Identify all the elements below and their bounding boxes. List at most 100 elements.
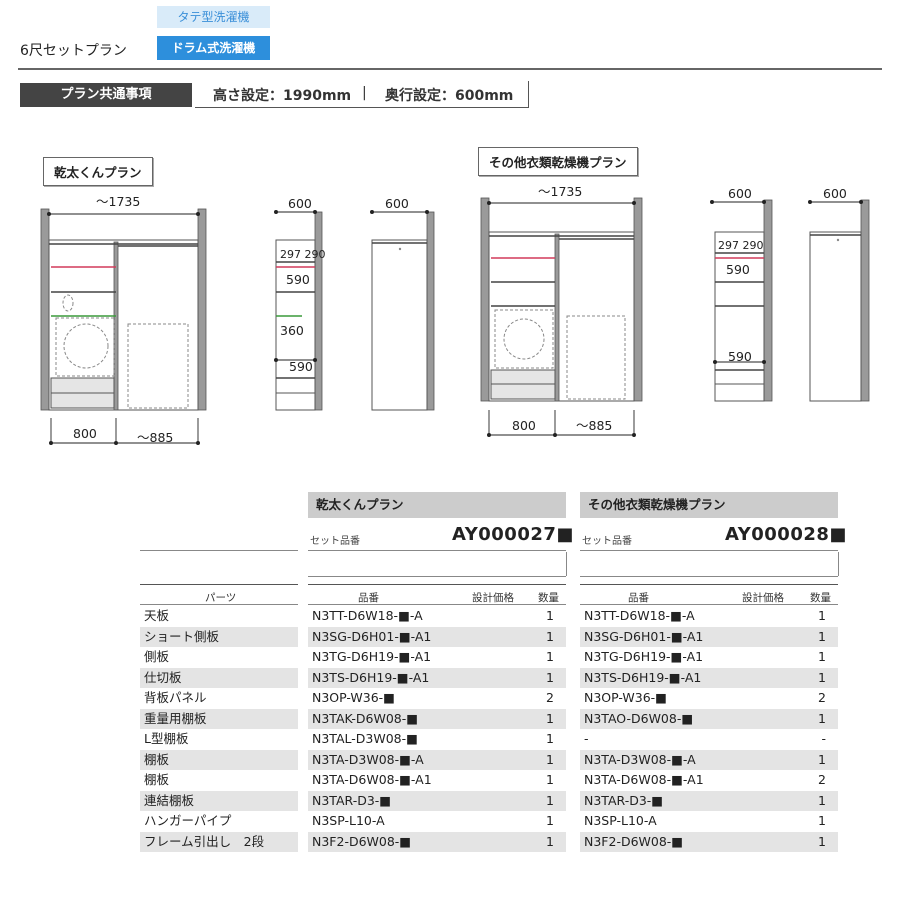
table-plan1-title: 乾太くんプラン — [308, 492, 566, 518]
quantity: 2 — [546, 690, 554, 705]
quantity: 1 — [546, 669, 554, 685]
quantity: 1 — [546, 608, 554, 623]
tab-vertical-washer[interactable]: タテ型洗濯機 — [157, 6, 270, 28]
plan2-width-total: ～1735 — [538, 184, 582, 199]
part-name: フレーム引出し 2段 — [144, 833, 265, 849]
part-number: N3SP-L10-A — [312, 813, 385, 828]
part-number: N3TAL-D3W08-■ — [312, 731, 418, 746]
quantity: 2 — [818, 690, 826, 705]
part-number: N3F2-D6W08-■ — [584, 833, 684, 849]
quantity: 1 — [818, 669, 826, 685]
part-number: N3SP-L10-A — [584, 813, 657, 828]
divider — [140, 584, 298, 585]
part-number: N3SG-D6H01-■-A1 — [312, 628, 432, 644]
page-title: 6尺セットプラン — [20, 43, 127, 59]
table-row: ハンガーパイプ — [140, 811, 298, 831]
plan2-width-left: 800 — [512, 418, 536, 433]
plan2-label: その他衣類乾燥機プラン — [478, 147, 638, 176]
depth-spec: 奥行設定：600mm — [385, 88, 514, 104]
table-row: N3TAR-D3-■1 — [308, 790, 566, 811]
plan2-dim-297-290: 297 290 — [718, 239, 764, 252]
quantity: 1 — [818, 751, 826, 767]
plan2-dim-590-bottom: 590 — [728, 349, 752, 364]
part-name: ハンガーパイプ — [144, 813, 232, 828]
divider — [308, 550, 566, 551]
col-price-1: 設計価格 — [472, 592, 514, 604]
table-row: N3TT-D6W18-■-A 1 — [308, 606, 566, 626]
col-qty-1: 数量 — [538, 592, 559, 604]
plan1-dim-297-290: 297 290 — [280, 248, 326, 261]
part-number: N3TAR-D3-■ — [584, 792, 664, 808]
plan1-side-depth-a: 600 — [288, 196, 312, 211]
divider — [580, 584, 838, 585]
plan2-dim-590: 590 — [726, 262, 750, 277]
quantity: 1 — [546, 772, 554, 787]
plan-diagrams: .frame { fill:none; stroke:#555; stroke-… — [40, 184, 870, 445]
quantity: 2 — [818, 772, 826, 787]
table-row: 棚板 — [140, 770, 298, 790]
divider — [308, 584, 566, 585]
set-no-label-2: セット品番 — [582, 536, 632, 547]
part-number: N3TA-D3W08-■-A — [312, 751, 424, 767]
col-price-2: 設計価格 — [742, 592, 784, 604]
part-number: N3TAK-D6W08-■ — [312, 710, 419, 726]
quantity: 1 — [818, 628, 826, 644]
part-name: ショート側板 — [144, 628, 220, 644]
plan2-side-view-a — [710, 199, 773, 402]
part-number: N3F2-D6W08-■ — [312, 833, 412, 849]
part-name: 背板パネル — [144, 690, 207, 705]
plan2-width-right: ～885 — [576, 418, 612, 433]
part-name: 連結棚板 — [144, 792, 195, 808]
table-row: N3TAL-D3W08-■1 — [308, 729, 566, 749]
spec-separator: | — [362, 85, 367, 101]
col-part-no-2: 品番 — [628, 592, 649, 604]
part-name: 仕切板 — [144, 669, 182, 685]
plan2-side-depth-a: 600 — [728, 186, 752, 201]
part-number: N3TS-D6H19-■-A1 — [584, 669, 702, 685]
divider — [580, 604, 838, 605]
plan1-dim-360: 360 — [280, 323, 304, 338]
quantity: 1 — [546, 710, 554, 726]
table-row: 天板 — [140, 606, 298, 626]
part-name: L型棚板 — [144, 731, 189, 746]
quantity: 1 — [818, 710, 826, 726]
divider — [580, 550, 838, 551]
plan2-side-depth-b: 600 — [823, 186, 847, 201]
quantity: 1 — [818, 608, 826, 623]
quantity: 1 — [546, 792, 554, 808]
tab-drum-washer[interactable]: ドラム式洗濯機 — [157, 36, 270, 60]
quantity: 1 — [546, 813, 554, 828]
table-row: N3SP-L10-A 1 — [308, 811, 566, 831]
table-row: 側板 — [140, 647, 298, 667]
plan1-width-left: 800 — [73, 426, 97, 441]
common-spec-tag: プラン共通事項 — [20, 83, 192, 107]
plan1-width-right: ～885 — [137, 430, 173, 445]
part-number: N3TAO-D6W08-■ — [584, 710, 694, 726]
set-no-1: AY000027■ — [452, 524, 574, 545]
col-qty-2: 数量 — [810, 592, 831, 604]
table-row: N3OP-W36-■2 — [308, 688, 566, 708]
part-name: 棚板 — [144, 772, 170, 787]
part-number: N3TT-D6W18-■-A — [312, 608, 423, 623]
part-name: 棚板 — [144, 751, 170, 767]
plan1-side-depth-b: 600 — [385, 196, 409, 211]
table-row: 棚板 — [140, 749, 298, 770]
set-no-2: AY000028■ — [725, 524, 847, 545]
table-row: N3OP-W36-■2 — [580, 688, 838, 708]
plan1-label: 乾太くんプラン — [43, 157, 153, 186]
quantity: 1 — [546, 751, 554, 767]
quantity: - — [821, 731, 826, 746]
plan1-dim-590: 590 — [286, 272, 310, 287]
plan2-front-view — [480, 197, 643, 437]
plan2-side-view-b — [808, 199, 870, 402]
quantity: 1 — [818, 649, 826, 664]
plan1-width-total: ～1735 — [96, 194, 140, 209]
